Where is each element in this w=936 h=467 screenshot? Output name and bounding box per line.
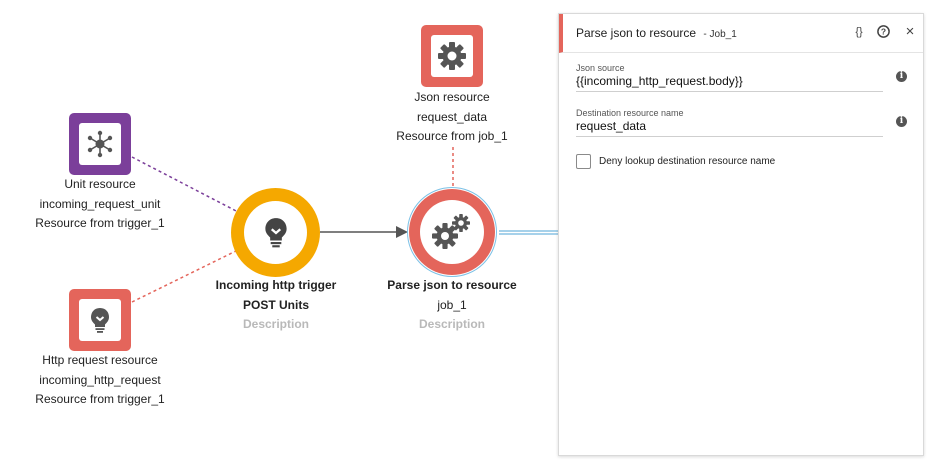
destination-resource-input[interactable]: request_data bbox=[576, 118, 883, 137]
help-icon: ? bbox=[876, 25, 890, 38]
json-source-label: Json source bbox=[576, 63, 625, 73]
properties-panel: Parse json to resource - Job_1 {} ? × Js… bbox=[558, 13, 924, 456]
unit-resource-type: Unit resource bbox=[64, 177, 136, 191]
destination-resource-field[interactable]: Destination resource name request_data bbox=[576, 108, 886, 137]
unit-resource-label: Unit resource incoming_request_unit Reso… bbox=[0, 175, 200, 234]
gear-icon bbox=[438, 42, 466, 70]
json-resource-source: Resource from job_1 bbox=[396, 129, 508, 143]
http-request-resource-node[interactable] bbox=[69, 289, 131, 351]
trigger-label: Incoming http trigger POST Units Descrip… bbox=[176, 276, 376, 335]
trigger-subtitle: POST Units bbox=[242, 297, 309, 312]
gears-icon bbox=[432, 214, 470, 249]
panel-title-text: Parse json to resource bbox=[576, 26, 697, 40]
http-resource-source: Resource from trigger_1 bbox=[35, 392, 165, 406]
json-source-field[interactable]: Json source {{incoming_http_request.body… bbox=[576, 63, 886, 92]
edge-unit-to-trigger bbox=[131, 156, 241, 214]
braces-icon: {} bbox=[855, 26, 863, 38]
close-button[interactable]: × bbox=[902, 24, 918, 40]
unit-resource-node[interactable] bbox=[69, 113, 131, 175]
edge-http-to-trigger bbox=[131, 248, 241, 303]
network-icon bbox=[87, 130, 113, 158]
http-resource-name: incoming_http_request bbox=[39, 372, 161, 387]
json-resource-icon-box bbox=[431, 35, 473, 77]
unit-resource-icon-box bbox=[79, 123, 121, 165]
parse-json-job-node-selected[interactable] bbox=[407, 187, 497, 277]
http-resource-type: Http request resource bbox=[42, 353, 158, 367]
unit-resource-source: Resource from trigger_1 bbox=[35, 216, 165, 230]
lightbulb-icon bbox=[264, 217, 287, 247]
json-source-input[interactable]: {{incoming_http_request.body}} bbox=[576, 73, 883, 92]
trigger-title: Incoming http trigger bbox=[215, 278, 337, 292]
panel-subtitle: - Job_1 bbox=[703, 29, 737, 40]
trigger-description[interactable]: Description bbox=[242, 317, 309, 331]
incoming-http-trigger-node[interactable] bbox=[231, 188, 320, 277]
help-button[interactable]: ? bbox=[875, 24, 891, 40]
json-resource-name: request_data bbox=[416, 109, 488, 124]
deny-lookup-checkbox[interactable] bbox=[576, 154, 591, 169]
lightbulb-icon bbox=[91, 308, 109, 333]
job-label: Parse json to resource job_1 Description bbox=[352, 276, 552, 335]
arrowhead bbox=[396, 226, 408, 238]
close-icon: × bbox=[905, 23, 915, 40]
panel-header: Parse json to resource - Job_1 {} ? × bbox=[559, 14, 923, 53]
job-outer-ring bbox=[409, 189, 495, 275]
json-resource-node[interactable] bbox=[421, 25, 483, 87]
json-resource-label: Json resource request_data Resource from… bbox=[352, 88, 552, 147]
unit-resource-name: incoming_request_unit bbox=[39, 196, 161, 211]
trigger-icon-circle bbox=[244, 201, 307, 264]
code-view-button[interactable]: {} bbox=[851, 24, 867, 40]
destination-resource-label: Destination resource name bbox=[576, 108, 684, 118]
json-source-info-icon[interactable]: i bbox=[896, 71, 907, 82]
job-icon-circle bbox=[420, 200, 484, 264]
job-subtitle: job_1 bbox=[437, 297, 467, 312]
deny-lookup-row[interactable]: Deny lookup destination resource name bbox=[576, 154, 775, 169]
http-request-icon-box bbox=[79, 299, 121, 341]
panel-title: Parse json to resource - Job_1 bbox=[576, 26, 737, 40]
help-glyph: ? bbox=[880, 27, 885, 37]
job-title: Parse json to resource bbox=[387, 278, 517, 292]
json-resource-type: Json resource bbox=[414, 90, 490, 104]
destination-resource-info-icon[interactable]: i bbox=[896, 116, 907, 127]
job-description[interactable]: Description bbox=[418, 317, 485, 331]
deny-lookup-label[interactable]: Deny lookup destination resource name bbox=[599, 156, 776, 167]
http-request-resource-label: Http request resource incoming_http_requ… bbox=[0, 351, 200, 410]
